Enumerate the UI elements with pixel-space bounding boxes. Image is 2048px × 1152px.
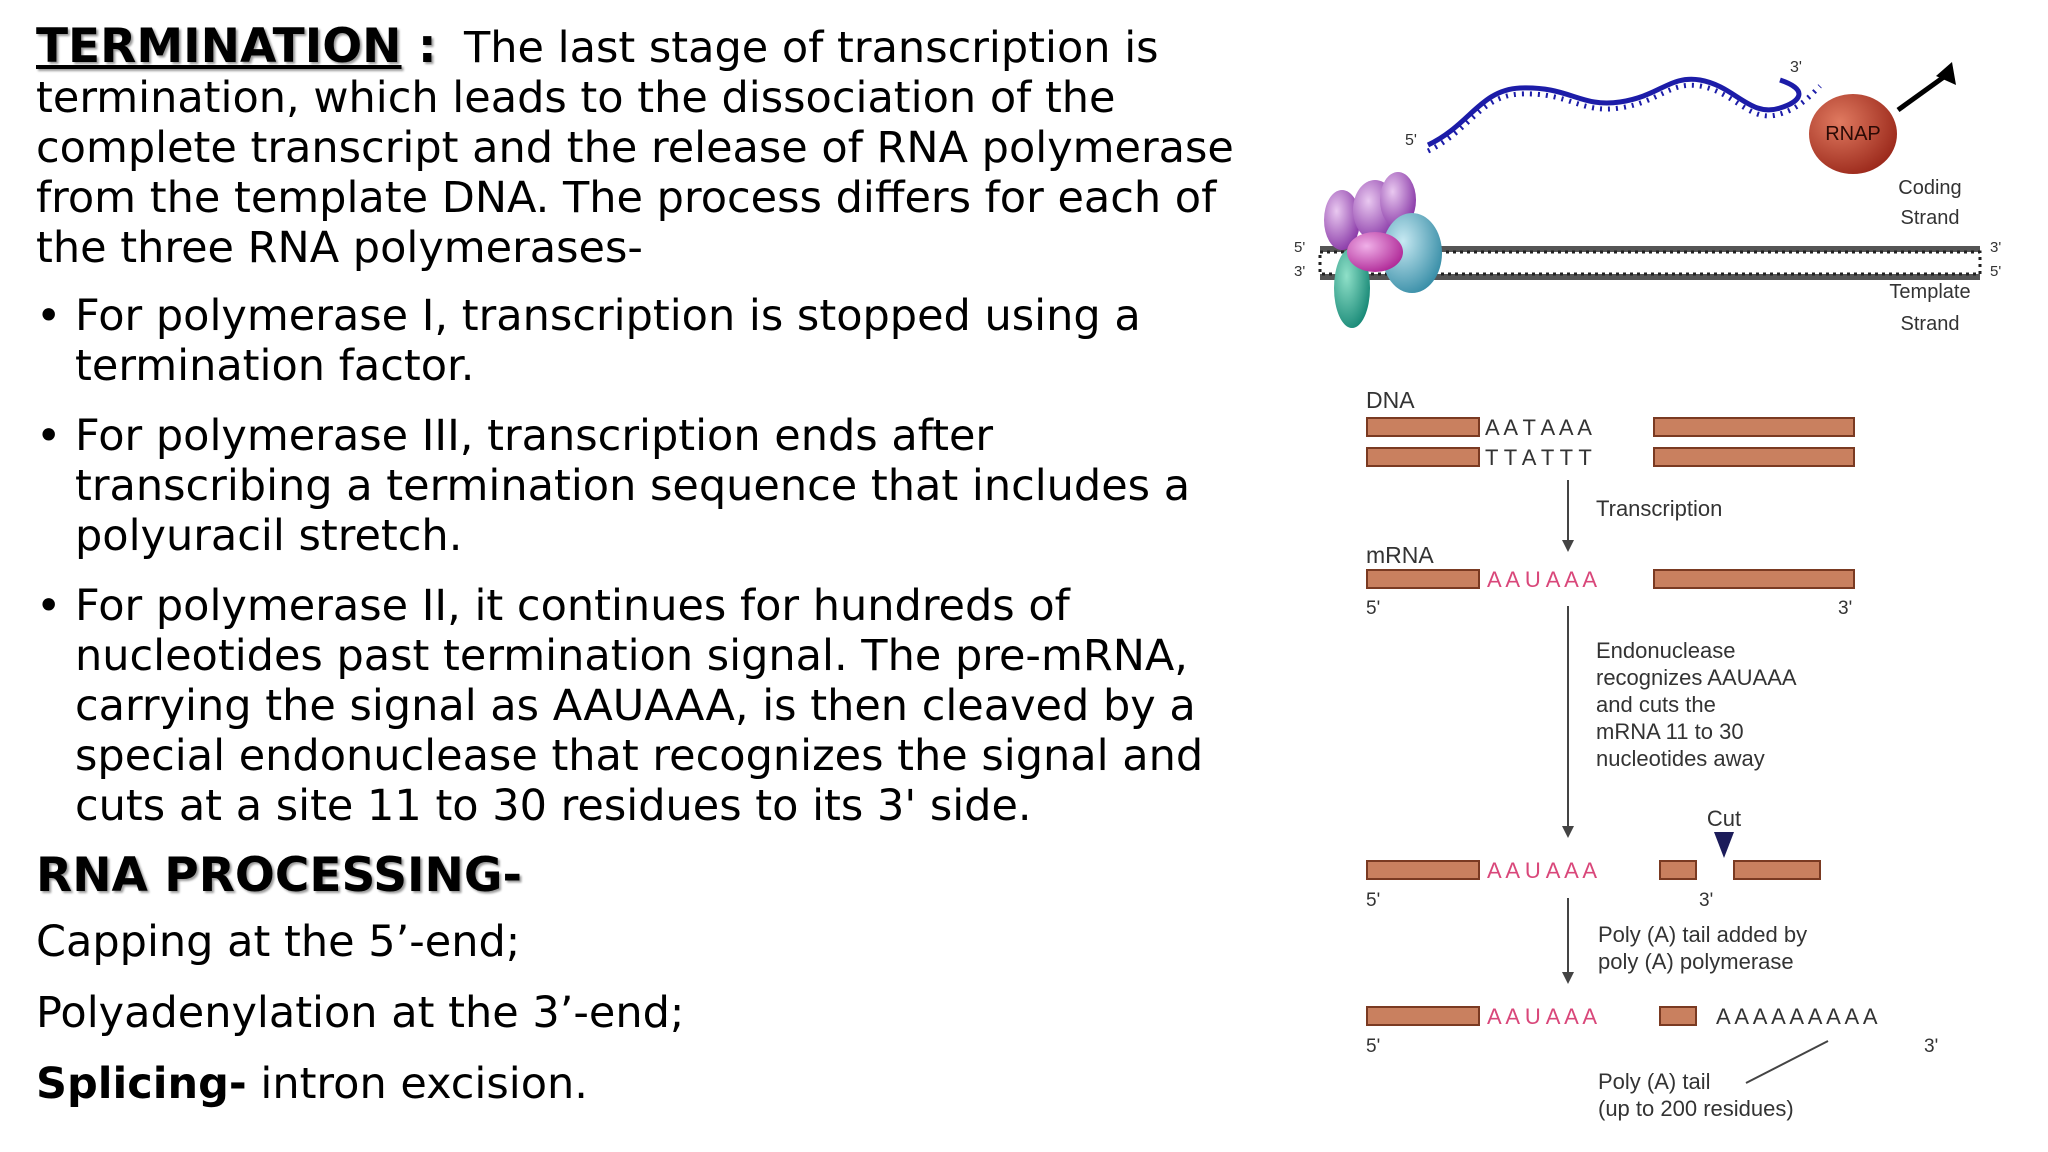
mrna-label: mRNA — [1366, 542, 1434, 568]
polya-left-segment — [1366, 1006, 1480, 1026]
dna-top-right-segment — [1653, 417, 1855, 437]
mrna-right-segment — [1653, 569, 1855, 589]
coding-strand-label-1: Coding — [1898, 177, 1961, 199]
bullet-pol-2: For polymerase II, it continues for hund… — [36, 581, 1262, 831]
down-arrow-icon — [1562, 480, 1574, 552]
capping-line: Capping at the 5’-end; — [36, 917, 521, 967]
cut-label: Cut — [1707, 806, 1741, 831]
splicing-text: intron excision. — [246, 1059, 588, 1109]
cleaved-short-segment — [1659, 860, 1697, 880]
cleaved-fragment — [1733, 860, 1821, 880]
tail-label-line-1: Poly (A) tail — [1598, 1069, 1710, 1094]
coding-strand-label-2: Strand — [1901, 207, 1960, 229]
polya-signal: A A U A A A — [1487, 1004, 1597, 1029]
termination-paragraph: TERMINATION : The last stage of transcri… — [36, 19, 1262, 274]
mrna-signal: A A U A A A — [1487, 567, 1597, 592]
down-arrow-icon — [1562, 606, 1574, 838]
dna-bottom-left-segment — [1366, 447, 1480, 467]
dna-double-strand — [1318, 246, 1982, 280]
polyadenylation-line: Polyadenylation at the 3’-end; — [36, 988, 685, 1038]
endonuclease-step-line-4: mRNA 11 to 30 — [1596, 719, 1744, 744]
rna-5-label: 5' — [1405, 132, 1417, 149]
endonuclease-step-line-5: nucleotides away — [1596, 746, 1765, 771]
release-arrow-icon — [1896, 62, 1956, 113]
template-strand-label-1: Template — [1889, 281, 1970, 303]
dna-bottom-right-segment — [1653, 447, 1855, 467]
polya-step-line-1: Poly (A) tail added by — [1598, 922, 1807, 947]
tail-label-line-2: (up to 200 residues) — [1598, 1096, 1794, 1121]
cleaved-3-end: 3' — [1699, 890, 1713, 911]
termination-factor-complex — [1324, 172, 1442, 328]
termination-illustration: 5' 3' RNAP Coding Strand Template Strand… — [1294, 59, 2001, 335]
polya-3-end: 3' — [1924, 1036, 1938, 1057]
polya-short-segment — [1659, 1006, 1697, 1026]
rna-transcript — [1426, 76, 1822, 154]
cleaved-left-segment — [1366, 860, 1480, 880]
polya-step-line-2: poly (A) polymerase — [1598, 949, 1794, 974]
rna-3-label: 3' — [1790, 59, 1802, 76]
endonuclease-step-line-3: and cuts the — [1596, 692, 1716, 717]
splicing-line: Splicing- intron excision. — [36, 1059, 1262, 1109]
slide-text: TERMINATION : The last stage of transcri… — [36, 22, 1262, 1130]
mrna-5-end: 5' — [1366, 598, 1380, 619]
dna-right-5: 5' — [1990, 263, 2001, 280]
dna-top-left-segment — [1366, 417, 1480, 437]
endonuclease-step-line-2: recognizes AAUAAA — [1596, 665, 1797, 690]
termination-heading: TERMINATION — [36, 19, 402, 74]
cleaved-signal: A A U A A A — [1487, 858, 1597, 883]
bullet-pol-1: For polymerase I, transcription is stopp… — [36, 291, 1262, 391]
rna-processing-heading: RNA PROCESSING- — [36, 848, 522, 903]
dna-left-3: 3' — [1294, 263, 1305, 280]
template-strand-label-2: Strand — [1901, 313, 1960, 335]
mrna-left-segment — [1366, 569, 1480, 589]
splicing-label: Splicing- — [36, 1059, 247, 1109]
mrna-3-end: 3' — [1838, 598, 1852, 619]
bullet-pol-3: For polymerase III, transcription ends a… — [36, 411, 1262, 561]
transcription-step-label: Transcription — [1596, 496, 1722, 521]
polyadenylation-diagram: DNA A A T A A A T T A T T T Transcriptio… — [1366, 387, 1938, 1121]
termination-intro: The last stage of transcription is termi… — [36, 23, 1234, 273]
down-arrow-icon — [1562, 898, 1574, 984]
dna-seq-top: A A T A A A — [1485, 415, 1592, 440]
endonuclease-step-line-1: Endonuclease — [1596, 638, 1735, 663]
rnap-sphere — [1809, 94, 1897, 174]
rnap-label: RNAP — [1825, 123, 1881, 145]
dna-right-3: 3' — [1990, 239, 2001, 256]
dna-seq-bottom: T T A T T T — [1485, 445, 1592, 470]
polya-5-end: 5' — [1366, 1036, 1380, 1057]
polymerase-list: For polymerase I, transcription is stopp… — [36, 291, 1262, 831]
cut-marker-icon — [1714, 832, 1734, 858]
polya-tail-sequence: A A A A A A A A A — [1716, 1004, 1878, 1029]
tail-pointer-line — [1745, 1040, 1829, 1084]
cleaved-5-end: 5' — [1366, 890, 1380, 911]
dna-label: DNA — [1366, 387, 1415, 413]
heading-colon: : — [401, 19, 437, 74]
dna-left-5: 5' — [1294, 239, 1305, 256]
